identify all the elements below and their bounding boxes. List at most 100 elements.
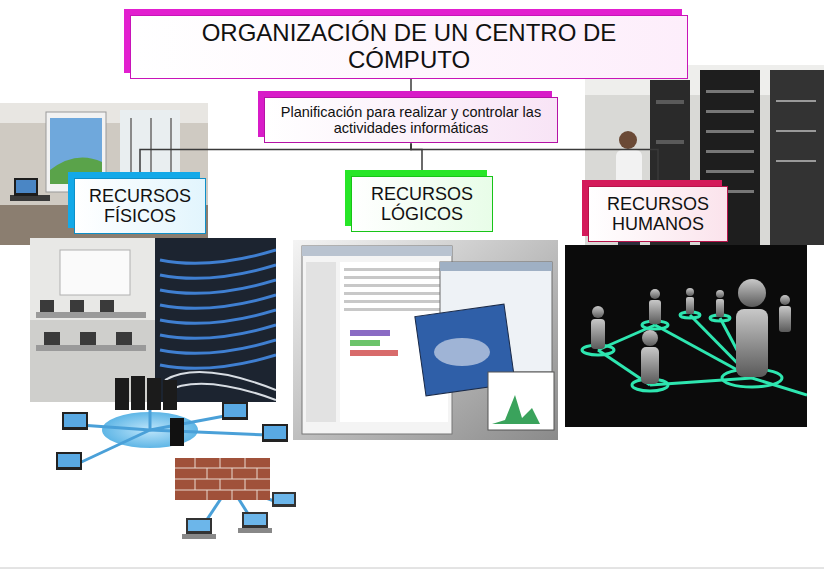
software-screenshot-part-part <box>344 308 444 311</box>
firewall-wall-part-part <box>232 490 233 500</box>
firewall-wall-part <box>175 458 270 500</box>
box-label: RECURSOS LÓGICOS <box>358 184 486 224</box>
firewall-wall-part-part <box>232 468 233 479</box>
lab-cabling-photo-part <box>36 345 146 351</box>
firewall-wall-part-part <box>195 479 196 490</box>
server-room-photo-part <box>619 131 637 149</box>
lab-cabling-photo-part <box>80 332 96 345</box>
classroom-photo-part <box>16 180 36 193</box>
software-screenshot <box>293 240 558 440</box>
classroom-photo-part <box>50 118 102 184</box>
planning-box: Planificación para realizar y controlar … <box>264 97 558 143</box>
network-illustration-part <box>274 494 294 504</box>
server-room-photo-part <box>585 65 824 245</box>
lab-cabling-photo-part-part <box>160 265 276 278</box>
network-illustration-part <box>56 452 82 470</box>
lab-cabling-photo-part-part <box>160 310 276 323</box>
people-network-image-part-part <box>780 295 790 305</box>
server-room-photo-part <box>770 70 824 245</box>
firewall-wall-part-part <box>207 490 208 500</box>
software-screenshot-part <box>440 262 552 271</box>
network-illustration-part-part <box>80 425 150 430</box>
network-illustration-part <box>170 418 184 446</box>
software-screenshot-part <box>434 338 490 366</box>
lab-cabling-photo-part <box>30 238 276 402</box>
lab-cabling-photo-part <box>100 300 114 312</box>
lab-cabling-photo-part <box>70 300 84 312</box>
lab-cabling-photo-part-part <box>160 250 276 263</box>
network-illustration-part <box>224 404 246 417</box>
software-screenshot-part <box>350 340 380 346</box>
server-room-photo-part <box>776 130 816 132</box>
network-illustration-part <box>188 520 210 531</box>
server-room-photo-part <box>706 170 754 173</box>
lab-cabling-photo-part <box>160 250 276 368</box>
resource-box: RECURSOS FÍSICOS <box>74 178 206 234</box>
lab-cabling-photo-part <box>165 372 276 400</box>
people-network-image-part-part <box>716 290 724 298</box>
people-network-image-part-part <box>650 289 660 299</box>
title-box: ORGANIZACIÓN DE UN CENTRO DE CÓMPUTO <box>130 15 688 79</box>
people-network-image-part-part <box>716 299 724 317</box>
software-screenshot-part <box>344 268 444 311</box>
firewall-wall <box>175 458 270 500</box>
server-room-photo-part <box>706 150 754 153</box>
network-illustration-part <box>244 514 266 525</box>
lab-cabling-photo-part <box>36 312 146 318</box>
network-illustration-part <box>115 378 129 410</box>
network-illustration-part <box>75 395 285 530</box>
server-room-photo-part <box>776 160 816 162</box>
software-screenshot-part <box>306 262 336 422</box>
firewall-wall-part <box>175 458 270 500</box>
people-network-image-part-part <box>641 347 659 384</box>
server-room-photo <box>585 65 824 245</box>
network-illustration-part <box>272 492 296 507</box>
firewall-wall-part-part <box>220 479 221 490</box>
server-room-photo-part <box>776 100 816 102</box>
firewall-wall-part-part <box>245 479 246 490</box>
people-network-image-part-part <box>649 300 661 324</box>
lab-cabling-photo-part-part <box>160 295 276 308</box>
network-illustration-part <box>262 424 288 442</box>
classroom-photo <box>0 103 208 245</box>
firewall-wall-part-part <box>175 490 270 491</box>
people-network-image-part <box>565 245 807 427</box>
software-screenshot-part-part <box>344 300 444 303</box>
people-network-image-part-part <box>736 309 768 377</box>
box-label: RECURSOS HUMANOS <box>595 194 721 234</box>
server-room-photo-part <box>706 90 754 93</box>
network-illustration-part-part <box>75 430 150 465</box>
firewall-wall-part-part <box>257 468 258 479</box>
lab-cabling-photo-part-part <box>160 355 276 368</box>
people-network-image-part-part <box>592 306 604 318</box>
network-illustration-part <box>186 518 212 534</box>
lab-cabling-photo-part-part <box>160 340 276 353</box>
lab-cabling-photo-part <box>155 238 276 402</box>
network-illustration-part <box>182 534 216 539</box>
people-network-image-part <box>582 312 807 395</box>
box-label: ORGANIZACIÓN DE UN CENTRO DE CÓMPUTO <box>167 20 651 74</box>
software-screenshot-part <box>302 246 452 256</box>
lab-cabling-photo-part <box>116 332 132 345</box>
software-screenshot-part <box>488 372 554 430</box>
box-label: RECURSOS FÍSICOS <box>81 186 199 226</box>
people-network-image-part <box>591 279 791 384</box>
software-screenshot-part <box>293 240 558 440</box>
server-room-photo-part <box>656 100 684 104</box>
software-screenshot-part-part <box>344 268 444 271</box>
firewall-wall-part-part <box>175 468 270 469</box>
people-network-image-part-part <box>686 297 694 314</box>
network-illustration-part <box>131 376 145 410</box>
server-room-photo-part <box>656 140 684 144</box>
footer-rule <box>0 568 824 569</box>
network-illustration-part <box>147 378 161 410</box>
firewall-wall-part-part <box>257 490 258 500</box>
server-room-photo-part <box>706 110 754 113</box>
lab-cabling-photo-part-part <box>165 372 276 390</box>
people-network-image-part-part <box>738 279 766 307</box>
people-network-image-part-part <box>642 330 658 346</box>
resource-box: RECURSOS HUMANOS <box>588 186 728 242</box>
network-illustration-part <box>163 380 177 410</box>
